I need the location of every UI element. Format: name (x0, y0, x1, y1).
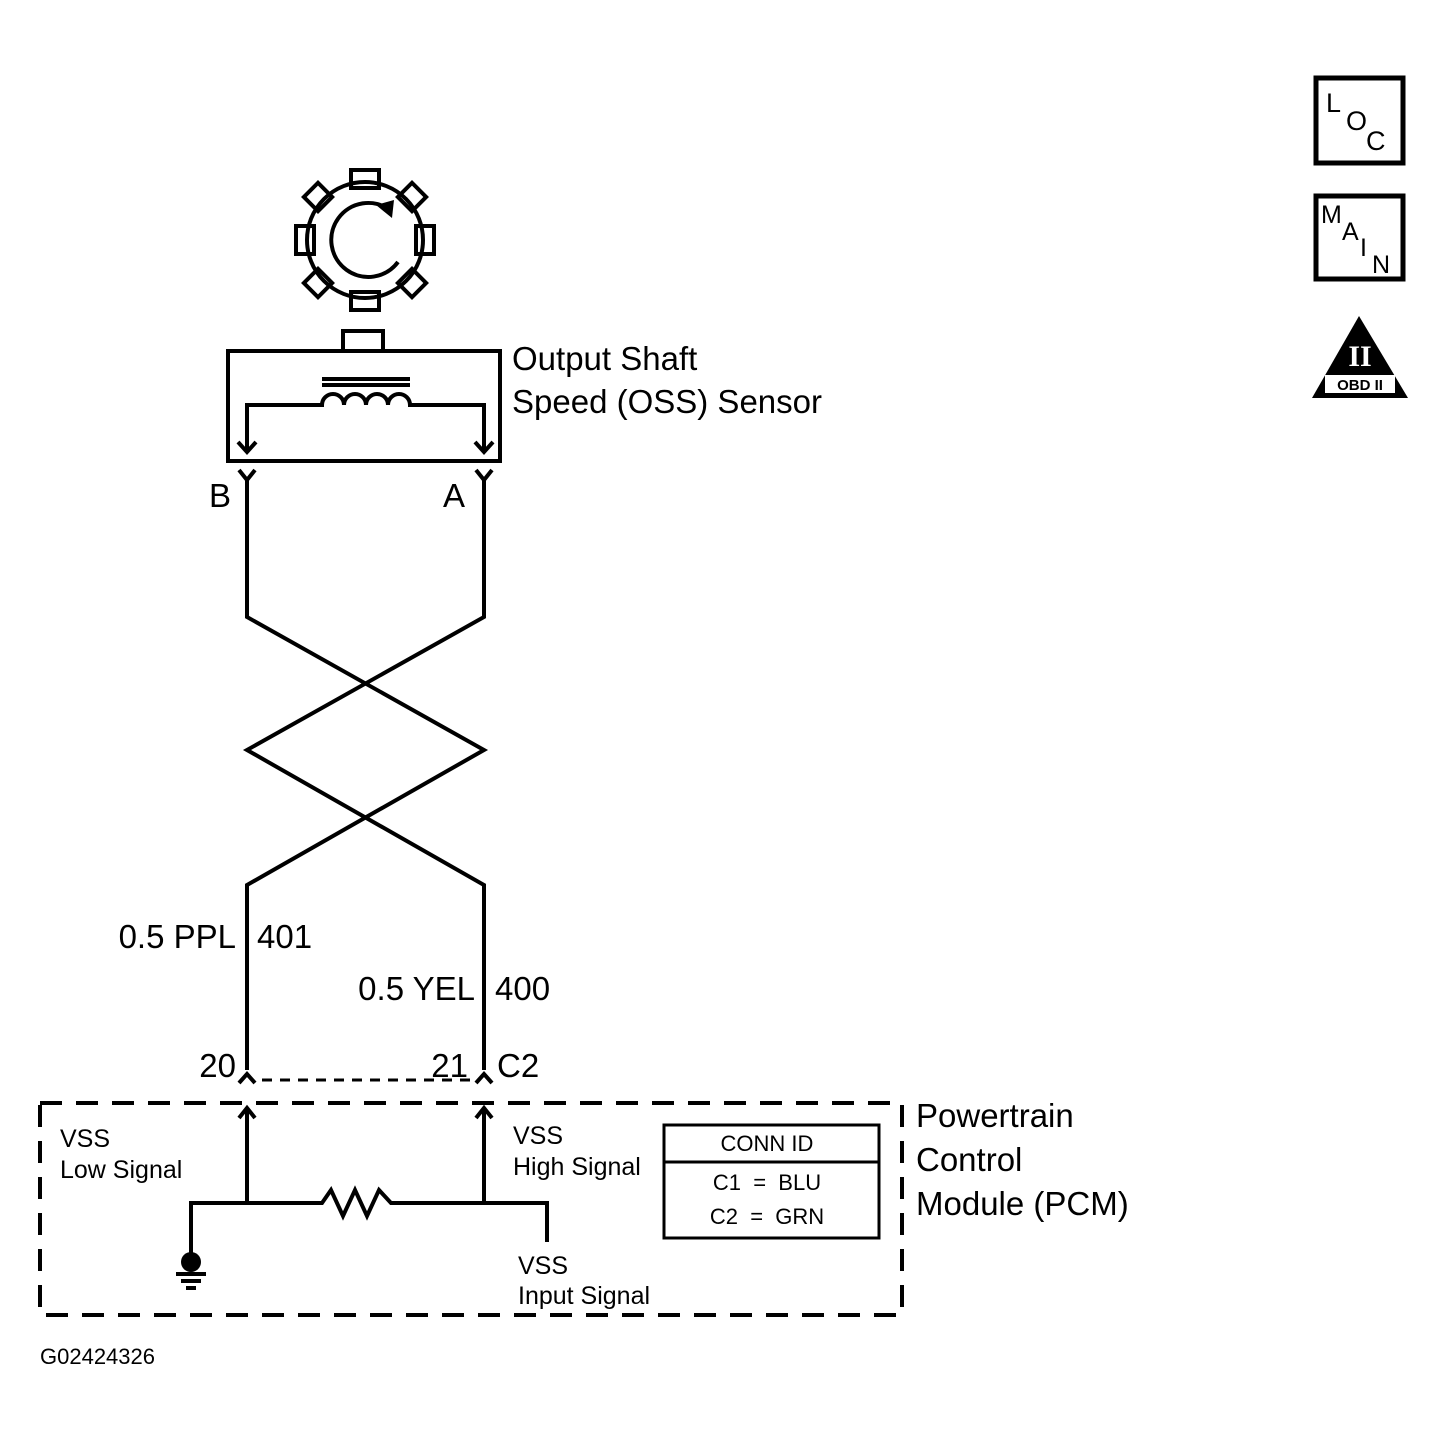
pcm-connector (237, 1070, 494, 1085)
vss-input-label-1: VSS (518, 1252, 568, 1280)
ground-icon (176, 1252, 206, 1290)
sensor-pin-b: B (209, 477, 231, 514)
obd-roman: II (1348, 340, 1371, 373)
vss-high-label-1: VSS (513, 1122, 563, 1150)
wire-high-color: 0.5 YEL (358, 970, 475, 1007)
vss-input-label-2: Input Signal (518, 1282, 650, 1310)
pcm-connector-id: C2 (497, 1047, 539, 1084)
oss-sensor-body (226, 329, 502, 463)
pcm-name-line1: Powertrain (916, 1097, 1074, 1134)
main-letter-4: N (1372, 251, 1390, 279)
sensor-name-line2: Speed (OSS) Sensor (512, 383, 822, 420)
wire-high-circuit: 400 (495, 970, 550, 1007)
loc-letter-1: L (1326, 88, 1341, 118)
conn-id-table: CONN ID C1 = BLU C2 = GRN (662, 1123, 881, 1240)
loc-letter-3: C (1366, 126, 1386, 156)
pcm-internal-circuit (176, 1104, 549, 1290)
vss-low-label-1: VSS (60, 1125, 110, 1153)
twisted-pair-wires (242, 480, 489, 1070)
loc-badge: L O C (1313, 75, 1406, 166)
conn-id-row1: C1 = BLU (713, 1170, 821, 1195)
main-letter-2: A (1342, 218, 1359, 246)
conn-id-row2: C2 = GRN (710, 1204, 824, 1229)
wire-low-color: 0.5 PPL (119, 918, 236, 955)
sensor-name-line1: Output Shaft (512, 340, 697, 377)
main-letter-1: M (1321, 201, 1342, 229)
figure-id: G02424326 (40, 1344, 155, 1369)
sensor-pin-a: A (443, 477, 465, 514)
reluctor-wheel-icon (294, 168, 436, 312)
pcm-name-line3: Module (PCM) (916, 1185, 1129, 1222)
conn-id-header: CONN ID (721, 1131, 814, 1156)
pcm-pin-20: 20 (199, 1047, 236, 1084)
pcm-name-line2: Control (916, 1141, 1022, 1178)
obd-label: OBD II (1337, 377, 1383, 394)
wire-low-circuit: 401 (257, 918, 312, 955)
main-letter-3: I (1360, 234, 1367, 262)
obd-ii-badge: II OBD II (1312, 316, 1408, 398)
vss-low-label-2: Low Signal (60, 1156, 182, 1184)
loc-letter-2: O (1346, 106, 1367, 136)
main-badge: M A I N (1313, 193, 1406, 282)
vss-high-label-2: High Signal (513, 1153, 641, 1181)
pcm-pin-21: 21 (431, 1047, 468, 1084)
